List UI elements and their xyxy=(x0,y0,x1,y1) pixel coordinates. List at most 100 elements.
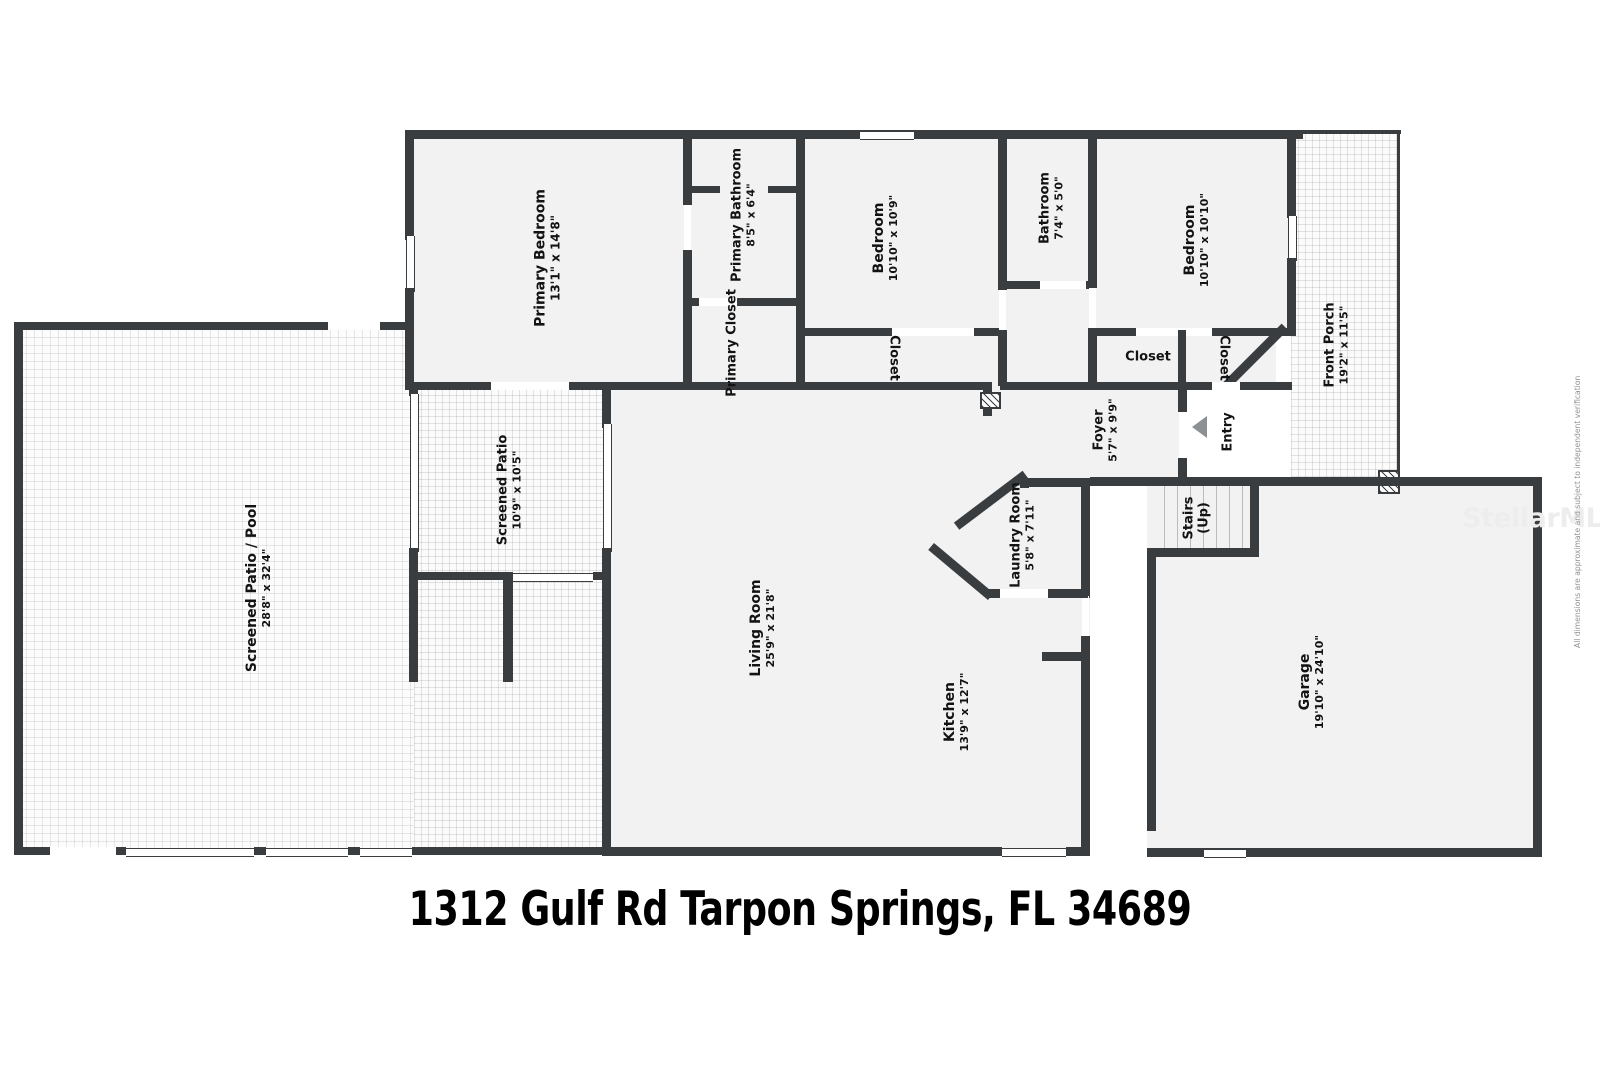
wall-bedroom-2-right-lower xyxy=(998,330,1007,386)
wall-primary-bedroom-left-upper xyxy=(405,130,414,240)
wall-living-left-b xyxy=(602,548,611,576)
room-label-closet-2: Closet xyxy=(886,335,902,381)
wall-primary-bath-closet-b xyxy=(737,298,803,306)
room-fill-primary-closet xyxy=(683,300,803,386)
room-label-garage: Garage 19'10" x 24'10" xyxy=(1297,634,1326,730)
wall-bathroom-left xyxy=(998,130,1007,290)
wall-garage-left xyxy=(1147,548,1156,831)
stellar-mls-watermark: StellarMLS xyxy=(1462,503,1600,534)
room-fill-main-body xyxy=(610,386,1090,856)
window-primary-bedroom-left xyxy=(406,236,415,292)
wall-bedroom-3-right-lower xyxy=(1287,258,1296,336)
wall-exterior-top xyxy=(405,130,1303,139)
door-hall-left xyxy=(999,290,1006,330)
wall-primary-bedroom-bottom-b xyxy=(569,382,615,390)
window-patio-left xyxy=(410,394,419,552)
wall-pool-bottom-d xyxy=(348,847,360,855)
door-primary-bathroom xyxy=(684,205,691,250)
wall-laundry-notch xyxy=(1020,478,1029,488)
wall-primary-bedroom-left-lower xyxy=(405,288,414,390)
opening-closet-2 xyxy=(892,328,974,336)
opening-kitchen xyxy=(1082,596,1089,640)
door-primary-closet xyxy=(699,298,737,306)
wall-patio-top xyxy=(409,382,491,390)
wall-stairs-right xyxy=(1250,477,1259,557)
page-title: 1312 Gulf Rd Tarpon Springs, FL 34689 xyxy=(408,882,1192,937)
wall-pool-bottom-e xyxy=(412,847,604,855)
wall-living-left-d xyxy=(602,672,611,856)
door-hall-right xyxy=(1089,288,1096,330)
wall-hall-bottom-a xyxy=(610,382,656,390)
wall-vent-symbol xyxy=(980,392,1001,409)
wall-bathroom-right xyxy=(1088,130,1097,288)
room-label-screened-patio-pool: Screened Patio / Pool 28'8" x 32'4" xyxy=(244,503,273,673)
garage-door xyxy=(1204,849,1246,858)
room-label-primary-bedroom: Primary Bedroom 13'1" x 14'8" xyxy=(532,189,563,327)
room-label-foyer: Foyer 5'7" x 9'9" xyxy=(1091,398,1120,462)
wall-hall-bottom-c xyxy=(803,382,983,390)
wall-hall-bottom-b xyxy=(653,382,803,390)
wall-garage-bottom xyxy=(1147,848,1533,857)
room-label-living-room: Living Room 25'9" x 21'8" xyxy=(748,579,777,677)
wall-laundry-bottom-a xyxy=(986,589,1000,598)
room-label-screened-patio: Screened Patio 10'9" x 10'5" xyxy=(495,434,524,546)
room-fill-hall xyxy=(999,280,1103,390)
room-fill-closet-2 xyxy=(796,330,1006,386)
wall-hall-bottom-d xyxy=(1000,382,1090,390)
dimensions-disclaimer: All dimensions are approximate and subje… xyxy=(1573,375,1582,648)
entry-direction-arrow xyxy=(1192,416,1207,438)
wall-living-left-c xyxy=(602,574,611,684)
wall-bedroom-2-closet-b xyxy=(974,328,1006,336)
room-label-laundry-room: Laundry Room 5'8" x 7'11" xyxy=(1008,482,1037,588)
room-label-kitchen: Kitchen 13'9" x 12'7" xyxy=(942,672,971,752)
wall-patio-left-b xyxy=(409,548,418,576)
room-label-closet-3b: Closet xyxy=(1216,335,1232,381)
door-entry xyxy=(1179,412,1186,462)
opening-closet-3a xyxy=(1212,382,1240,390)
wall-kitchen-right-a xyxy=(1081,478,1090,598)
wall-primary-block-right xyxy=(796,130,805,390)
room-label-primary-bathroom: Primary Bathroom 8'5" x 6'4" xyxy=(729,147,758,283)
wall-front-porch-right xyxy=(1397,130,1400,480)
wall-pool-bottom-b xyxy=(116,847,126,855)
room-fill-bedroom-3 xyxy=(1096,134,1296,335)
window-pool-bottom-1 xyxy=(126,848,254,857)
door-bathroom xyxy=(1040,281,1086,289)
wall-kitchen-counter-stub xyxy=(1042,652,1088,661)
wall-bedroom-2-closet-a xyxy=(796,328,892,336)
wall-primary-bedroom-right-upper xyxy=(683,130,692,205)
room-fill-bedroom-2 xyxy=(796,134,1006,335)
wall-foyer-right-lower xyxy=(1178,458,1187,484)
wall-living-bottom-a xyxy=(602,847,1002,856)
wall-patio-mid-b xyxy=(503,572,513,682)
window-bedroom-2-top xyxy=(860,131,914,140)
wall-primary-bath-closet-a xyxy=(683,298,699,306)
room-label-stairs: Stairs (Up) xyxy=(1181,496,1211,540)
wall-pool-bottom xyxy=(14,847,50,855)
wall-garage-right xyxy=(1533,477,1542,857)
window-pool-bottom-3 xyxy=(360,848,412,857)
wall-pool-bottom-c xyxy=(254,847,266,855)
wall-bathroom-bottom-a xyxy=(998,281,1040,289)
window-patio-mid xyxy=(513,573,593,582)
room-fill-screened-patio-pool xyxy=(18,322,421,855)
wall-stub-bath-left xyxy=(690,186,720,193)
window-bedroom-3-right xyxy=(1288,216,1297,261)
wall-pool-top-b xyxy=(380,322,414,330)
wall-primary-closet-left xyxy=(683,298,692,388)
room-label-bedroom-2: Bedroom 10'10" x 10'9" xyxy=(871,194,900,282)
room-fill-bathroom xyxy=(999,134,1103,286)
wall-patio-left-c xyxy=(409,574,418,682)
stairs-treads xyxy=(1151,484,1255,551)
room-label-entry: Entry xyxy=(1220,412,1236,452)
wall-patio-mid-c xyxy=(593,572,611,580)
wall-stub-bath-right xyxy=(768,186,803,193)
room-fill-front-porch xyxy=(1291,134,1400,480)
wall-garage-top-a xyxy=(1090,477,1280,486)
room-label-primary-closet: Primary Closet xyxy=(724,289,740,397)
room-label-front-porch: Front Porch 19'2" x 11'5" xyxy=(1322,302,1351,388)
wall-living-bottom-b xyxy=(1066,847,1090,856)
wall-stairs-bottom xyxy=(1147,548,1259,557)
wall-patio-left-a xyxy=(409,382,418,396)
